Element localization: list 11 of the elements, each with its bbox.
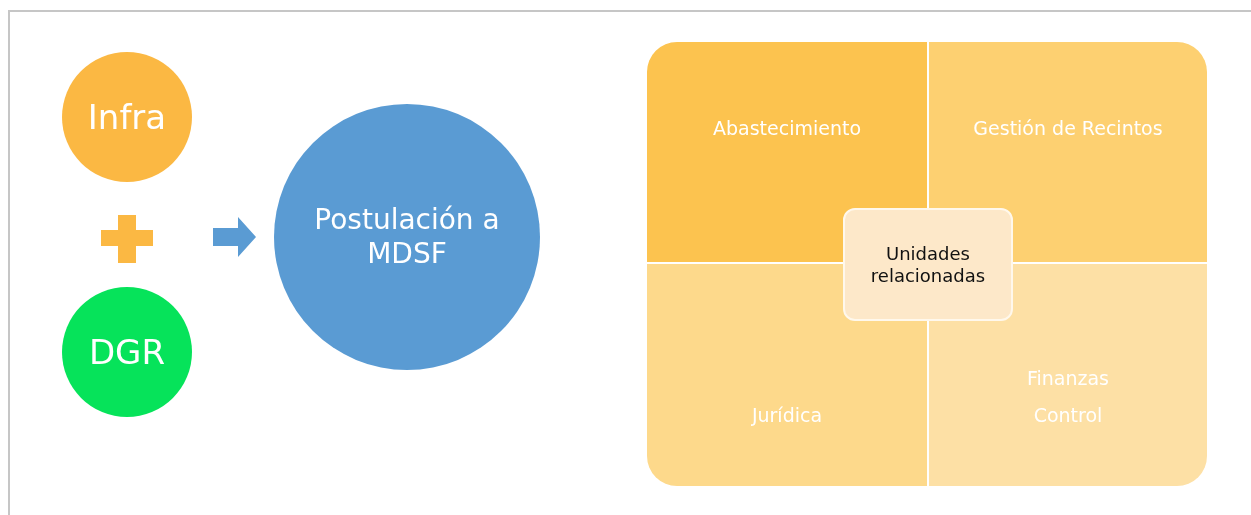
node-label: Infra: [87, 96, 167, 138]
node-label: Finanzas: [1026, 367, 1110, 391]
block-arrow: [213, 217, 256, 257]
center-box: [843, 208, 1013, 321]
node-label: Unidades relacionadas: [869, 242, 987, 287]
node-label: Control: [1033, 404, 1103, 427]
node-label: Postulación a MDSF: [313, 203, 501, 271]
node-label: Abastecimiento: [712, 117, 862, 140]
node-label: Gestión de Recintos: [973, 117, 1163, 140]
node-label: Jurídica: [751, 404, 823, 427]
node-label: DGR: [88, 331, 166, 373]
